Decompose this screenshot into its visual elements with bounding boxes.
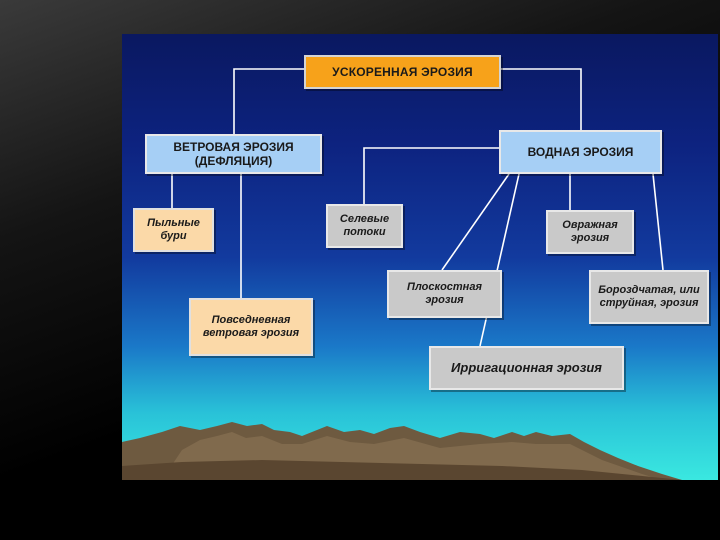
water-erosion-label: ВОДНАЯ ЭРОЗИЯ (528, 145, 634, 159)
sheet-erosion-node: Плоскостная эрозия (387, 270, 502, 318)
ravine-erosion-label: Овражная эрозия (548, 219, 632, 245)
connector-water-sheet (442, 174, 509, 270)
root-node-label: УСКОРЕННАЯ ЭРОЗИЯ (332, 65, 473, 79)
irrigation-erosion-node: Ирригационная эрозия (429, 346, 624, 390)
connector-root-water (501, 69, 581, 130)
rill-erosion-label: Бороздчатая, или струйная, эрозия (591, 284, 707, 310)
dust-storms-node: Пыльные бури (133, 208, 214, 252)
everyday-wind-erosion-node: Повседневная ветровая эрозия (189, 298, 313, 356)
ravine-erosion-node: Овражная эрозия (546, 210, 634, 254)
water-erosion-node: ВОДНАЯ ЭРОЗИЯ (499, 130, 662, 174)
mudflows-node: Селевые потоки (326, 204, 403, 248)
dust-storms-label: Пыльные бури (135, 217, 212, 243)
diagram-canvas (122, 34, 718, 480)
wind-erosion-node: ВЕТРОВАЯ ЭРОЗИЯ (ДЕФЛЯЦИЯ) (145, 134, 322, 174)
irrigation-erosion-label: Ирригационная эрозия (451, 360, 602, 376)
everyday-wind-erosion-label: Повседневная ветровая эрозия (191, 314, 311, 340)
connector-water-irrigation (480, 174, 519, 346)
connector-water-rill (653, 174, 663, 270)
rill-erosion-node: Бороздчатая, или струйная, эрозия (589, 270, 709, 324)
connector-water-mudflows (364, 148, 499, 204)
sheet-erosion-label: Плоскостная эрозия (389, 281, 500, 307)
root-node: УСКОРЕННАЯ ЭРОЗИЯ (304, 55, 501, 89)
mudflows-label: Селевые потоки (328, 213, 401, 239)
wind-erosion-label: ВЕТРОВАЯ ЭРОЗИЯ (ДЕФЛЯЦИЯ) (147, 140, 320, 169)
slide: УСКОРЕННАЯ ЭРОЗИЯ ВЕТРОВАЯ ЭРОЗИЯ (ДЕФЛЯ… (122, 34, 718, 480)
connector-root-wind (234, 69, 304, 134)
